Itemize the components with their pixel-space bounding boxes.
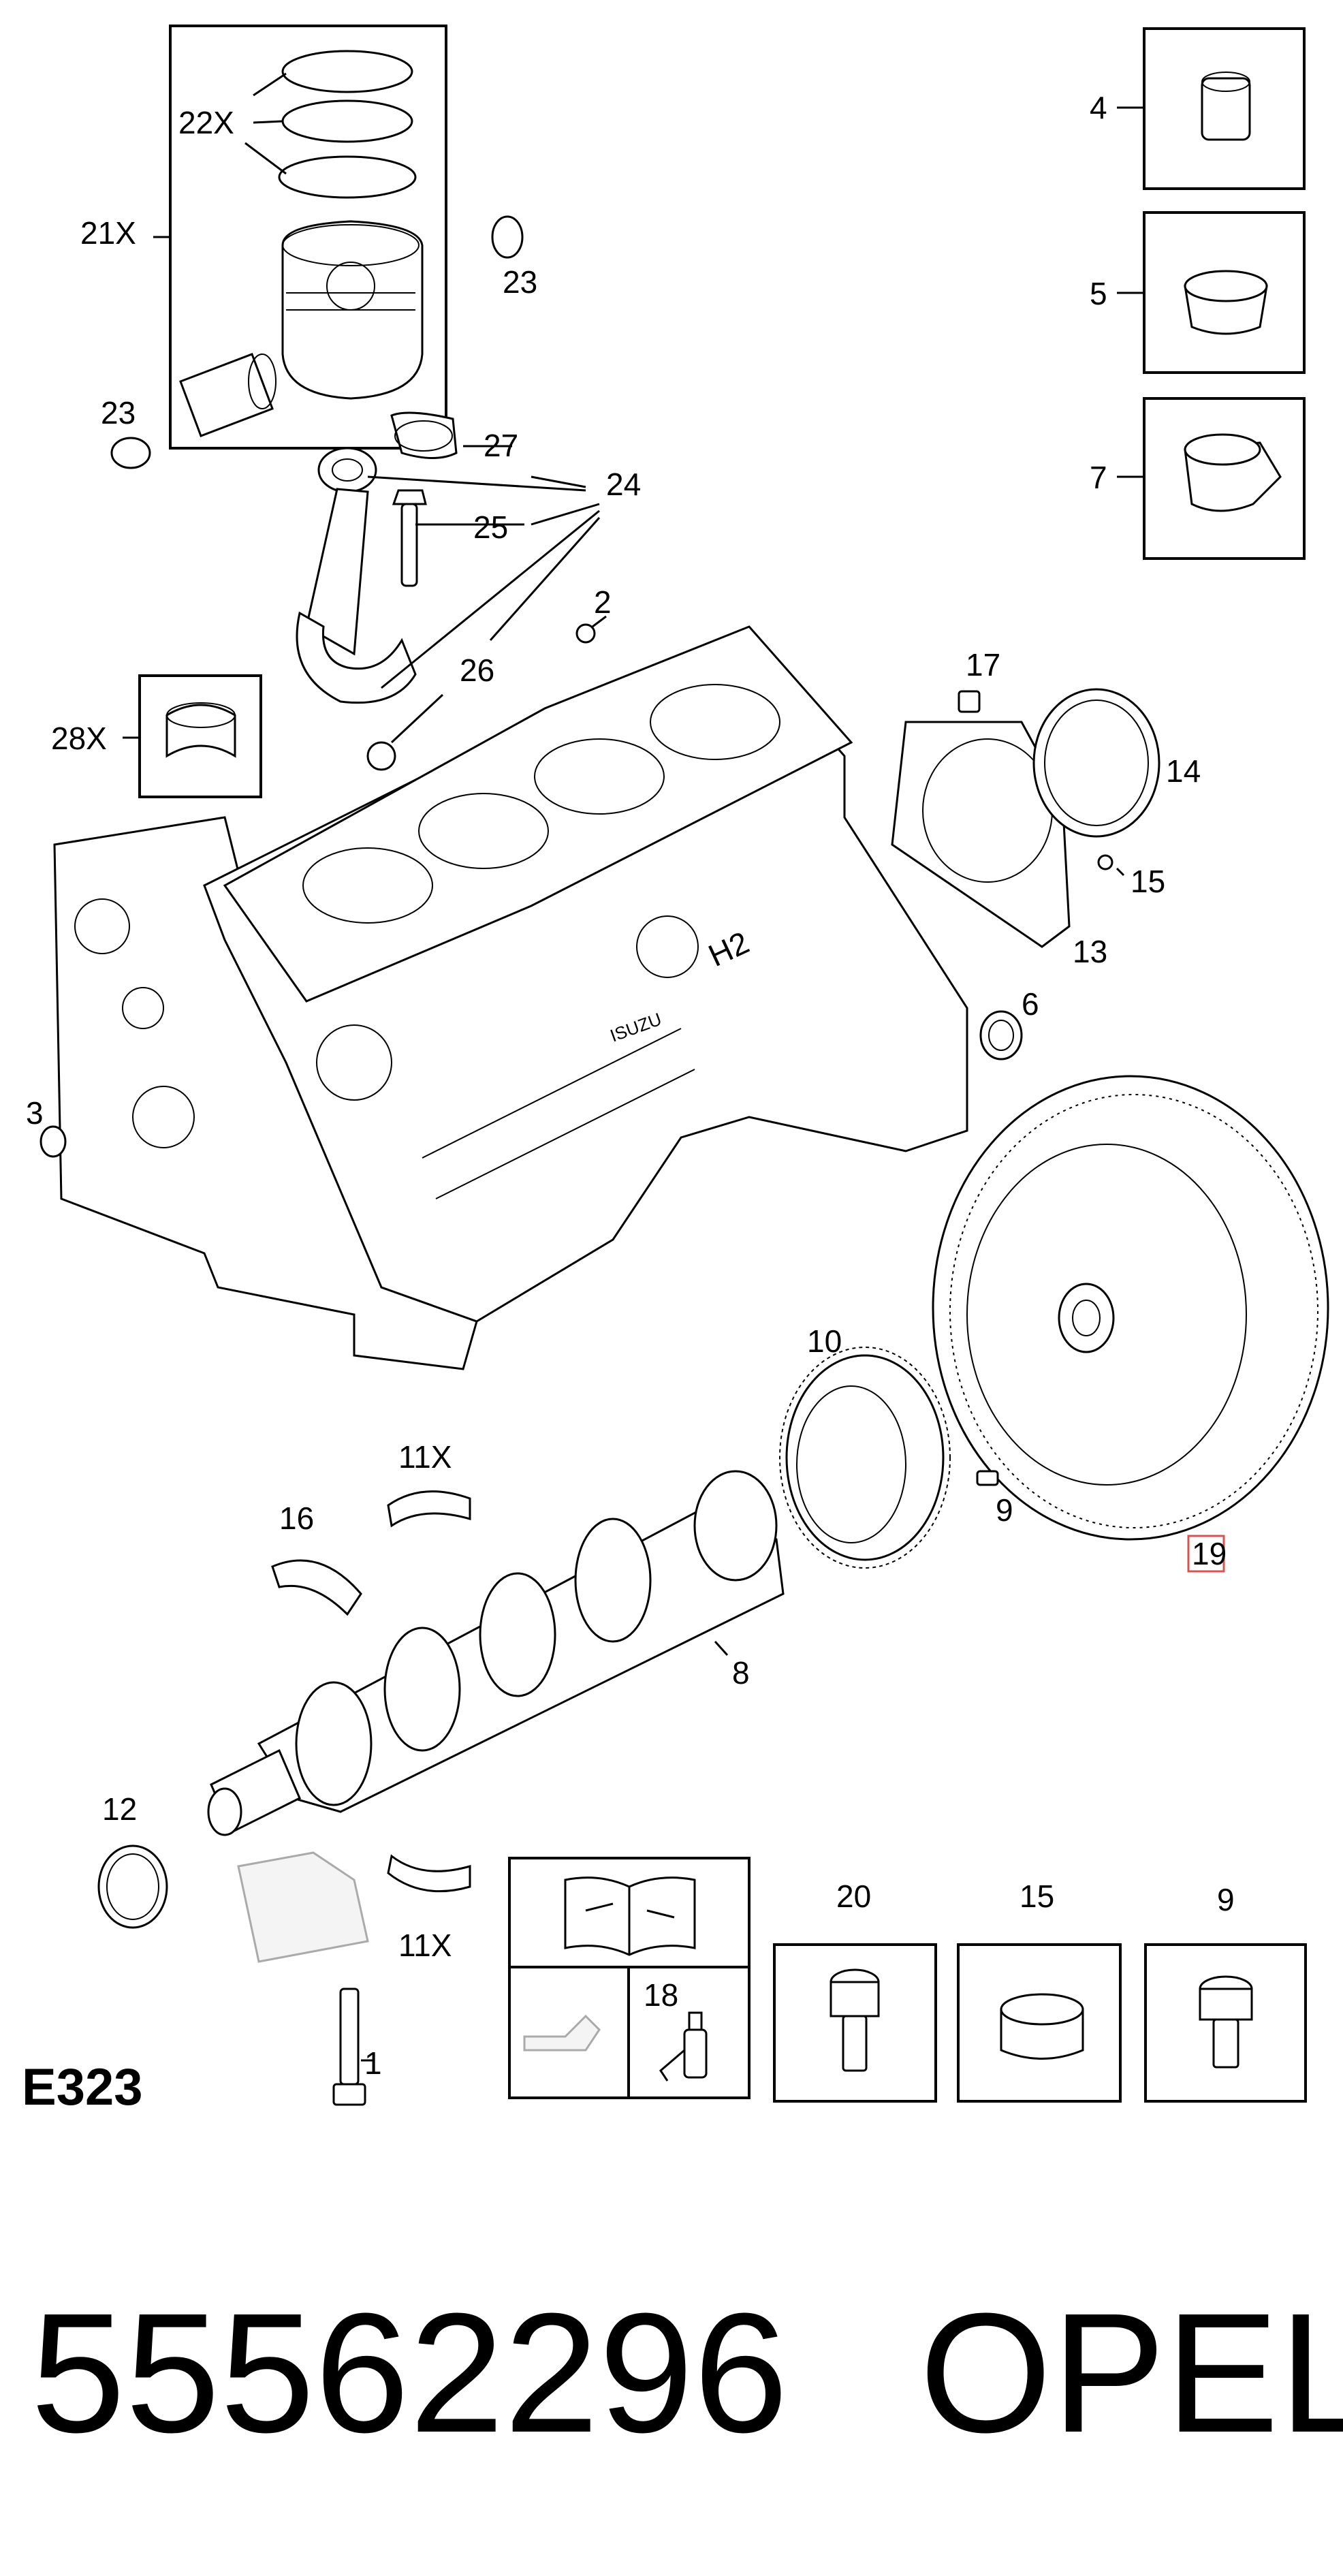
piston-pin-clip	[491, 215, 524, 259]
diagram-code: E323	[22, 2058, 143, 2116]
callout-28x: 28X	[51, 721, 107, 756]
plug-small	[40, 1125, 67, 1158]
part-number: 55562296	[31, 2278, 788, 2468]
callout-24: 24	[606, 467, 641, 502]
callout-10: 10	[807, 1323, 842, 1359]
pilot-bush	[979, 1010, 1023, 1061]
callout-14: 14	[1166, 753, 1201, 789]
reluctor-ring	[779, 1347, 951, 1569]
thrust-washer	[271, 1559, 362, 1616]
front-seal	[97, 1844, 168, 1929]
brand-name: OPEL	[919, 2278, 1343, 2468]
callout-18: 18	[644, 1977, 678, 2013]
callout-15-seal: 15	[1131, 864, 1165, 899]
oil-can-icon	[523, 2014, 601, 2052]
callout-2: 2	[594, 584, 612, 620]
flywheel	[932, 1075, 1329, 1541]
sleeve-box	[1117, 397, 1306, 560]
callout-26: 26	[460, 653, 494, 688]
callout-6: 6	[1022, 986, 1039, 1022]
callout-9-flywheel: 9	[996, 1492, 1013, 1528]
callout-3: 3	[26, 1095, 44, 1131]
callout-7: 7	[1090, 460, 1107, 495]
callout-1: 1	[364, 2045, 382, 2081]
piston-pin-clip	[110, 437, 151, 469]
engine-block: H2 ISUZU	[53, 625, 968, 1370]
flywheel-bolt	[976, 1470, 999, 1486]
callout-16: 16	[279, 1501, 314, 1536]
service-info-table: 18	[508, 1857, 750, 2099]
callout-8: 8	[732, 1655, 750, 1691]
bolt-9-box	[1144, 1943, 1307, 2103]
bearing-shell-box	[123, 674, 262, 798]
callout-22x: 22X	[178, 105, 234, 140]
callout-19: 19	[1192, 1536, 1227, 1571]
dowel-pin	[575, 623, 596, 644]
callout-25: 25	[473, 509, 508, 545]
callout-13: 13	[1073, 934, 1107, 969]
crankshaft	[207, 1470, 785, 1836]
callout-11x-lower: 11X	[398, 1928, 452, 1963]
callout-5: 5	[1090, 276, 1107, 311]
main-bearing-upper	[387, 1490, 471, 1528]
callout-4: 4	[1090, 90, 1107, 125]
callout-15-box: 15	[1020, 1879, 1054, 1914]
callout-17: 17	[966, 647, 1000, 682]
callout-11x-upper: 11X	[398, 1439, 452, 1475]
rear-seal-housing	[891, 688, 1160, 948]
callout-9-box: 9	[1217, 1882, 1235, 1917]
main-bearing-cap-ghost	[237, 1851, 369, 1963]
bolt-20-box	[773, 1943, 937, 2103]
callout-20: 20	[836, 1879, 871, 1914]
callout-23-left: 23	[101, 395, 136, 430]
callout-21x: 21X	[80, 215, 136, 251]
main-bearing-lower	[387, 1854, 471, 1893]
main-cap-bolt	[332, 1988, 373, 2106]
piston-assembly-box	[153, 25, 447, 450]
sealant-tube-icon	[659, 2011, 708, 2082]
connecting-rod	[296, 411, 601, 771]
highlight-box	[1187, 1535, 1225, 1573]
service-manual-icon	[564, 1876, 696, 1956]
dowel-15-box	[957, 1943, 1122, 2103]
callout-23-top: 23	[503, 264, 537, 300]
plug-box	[1117, 27, 1306, 190]
callout-12: 12	[102, 1791, 137, 1827]
seal-cup-box	[1117, 211, 1306, 374]
callout-27: 27	[484, 428, 518, 463]
